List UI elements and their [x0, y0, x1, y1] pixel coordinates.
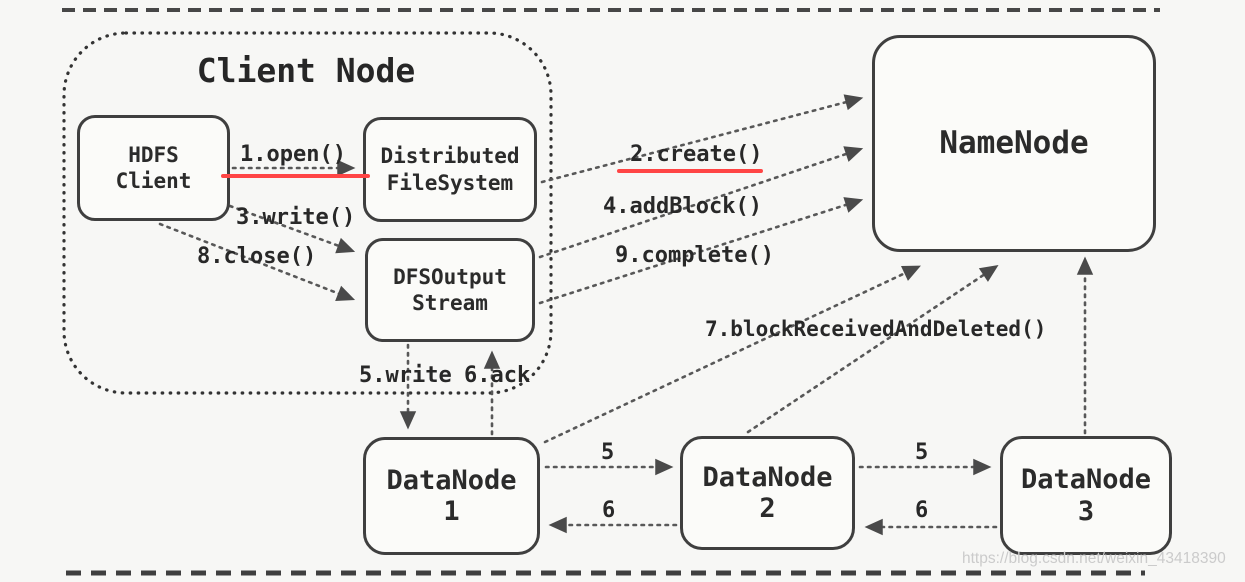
edge-close-arrow	[158, 222, 356, 302]
datanode-3-box: DataNode 3	[1000, 436, 1172, 555]
edge-dn1-report-arrow	[543, 265, 921, 444]
edge-create-arrow	[540, 94, 864, 184]
edge-label-open: 1.open()	[240, 142, 346, 167]
edge-complete-arrow	[538, 197, 864, 305]
edge-dn2-report-arrow	[746, 264, 999, 434]
client-node-boundary	[62, 31, 553, 395]
hdfs-client-box: HDFS Client	[77, 115, 230, 221]
edge-label-write-packet: 5.write	[359, 363, 452, 388]
edge-label-ack-packet: 6.ack	[464, 363, 531, 388]
datanode-2-box: DataNode 2	[680, 436, 855, 550]
edge-label-close: 8.close()	[197, 244, 317, 269]
distributed-filesystem-box: Distributed FileSystem	[363, 117, 537, 222]
dfs-output-stream-box: DFSOutput Stream	[365, 238, 535, 342]
edge-label-pipeline-ack-1: 6	[602, 498, 616, 523]
datanode-1-box: DataNode 1	[363, 437, 540, 555]
edge-label-complete: 9.complete()	[615, 243, 774, 268]
edge-label-write: 3.write()	[236, 205, 356, 230]
edge-label-pipeline-write-1: 5	[601, 440, 615, 465]
red-underline-create	[617, 169, 763, 173]
watermark-url: https://blog.csdn.net/weixin_43418390	[962, 550, 1226, 567]
edge-label-addblock: 4.addBlock()	[603, 194, 762, 219]
client-node-title: Client Node	[196, 51, 416, 90]
edge-write-arrow	[228, 204, 356, 254]
red-underline-open	[221, 174, 370, 178]
namenode-box: NameNode	[872, 35, 1156, 252]
edge-addblock-arrow	[538, 146, 864, 259]
edge-label-block-received: 7.blockReceivedAndDeleted()	[705, 317, 1047, 341]
edge-label-pipeline-ack-2: 6	[915, 498, 929, 523]
edge-label-pipeline-write-2: 5	[915, 440, 929, 465]
edge-label-create: 2.create()	[630, 142, 763, 167]
